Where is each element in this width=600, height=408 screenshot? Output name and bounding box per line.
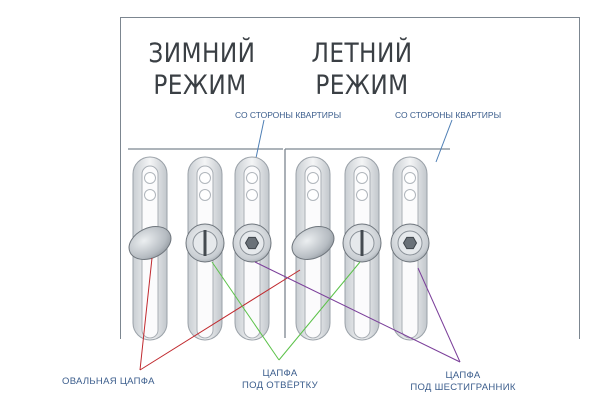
summer-heading-line2: РЕЖИМ [315, 70, 409, 101]
screwdriver-pin-caption: ЦАПФА ПОД ОТВЁРТКУ [238, 368, 322, 392]
summer-heading-line1: ЛЕТНИЙ [311, 38, 413, 69]
oval-pin-caption-text: ОВАЛЬНАЯ ЦАПФА [62, 376, 155, 387]
hex-pin-caption: ЦАПФА ПОД ШЕСТИГРАННИК [405, 370, 521, 394]
oval-icon [128, 226, 172, 260]
summer-mode-heading: ЛЕТНИЙ РЕЖИМ [310, 38, 413, 102]
hex-socket-icon [390, 223, 430, 263]
winter-apartment-side-label: СО СТОРОНЫ КВАРТИРЫ [235, 110, 342, 120]
hex-leader-lines [254, 261, 461, 363]
hex-socket-icon [232, 223, 272, 263]
oval-pin-caption: ОВАЛЬНАЯ ЦАПФА [62, 376, 155, 388]
winter-heading-line2: РЕЖИМ [153, 70, 247, 101]
winter-heading-line1: ЗИМНИЙ [148, 38, 256, 69]
screwdriver-caption-line1: ЦАПФА [262, 368, 298, 379]
oval-icon [291, 226, 335, 260]
winter-side-pointer [255, 119, 265, 159]
hex-caption-line1: ЦАПФА [445, 370, 481, 381]
summer-apartment-side-label: СО СТОРОНЫ КВАРТИРЫ [395, 110, 502, 120]
oval-leader-lines [139, 257, 301, 371]
summer-side-pointer [435, 119, 453, 163]
screwdriver-slot-icon [342, 223, 382, 263]
hex-caption-line2: ПОД ШЕСТИГРАННИК [410, 382, 516, 393]
radiator-section [132, 156, 168, 341]
screwdriver-slot-icon [185, 223, 225, 263]
winter-mode-heading: ЗИМНИЙ РЕЖИМ [148, 38, 256, 102]
screwdriver-caption-line2: ПОД ОТВЁРТКУ [242, 380, 318, 391]
screwdriver-leader-lines [211, 261, 361, 361]
